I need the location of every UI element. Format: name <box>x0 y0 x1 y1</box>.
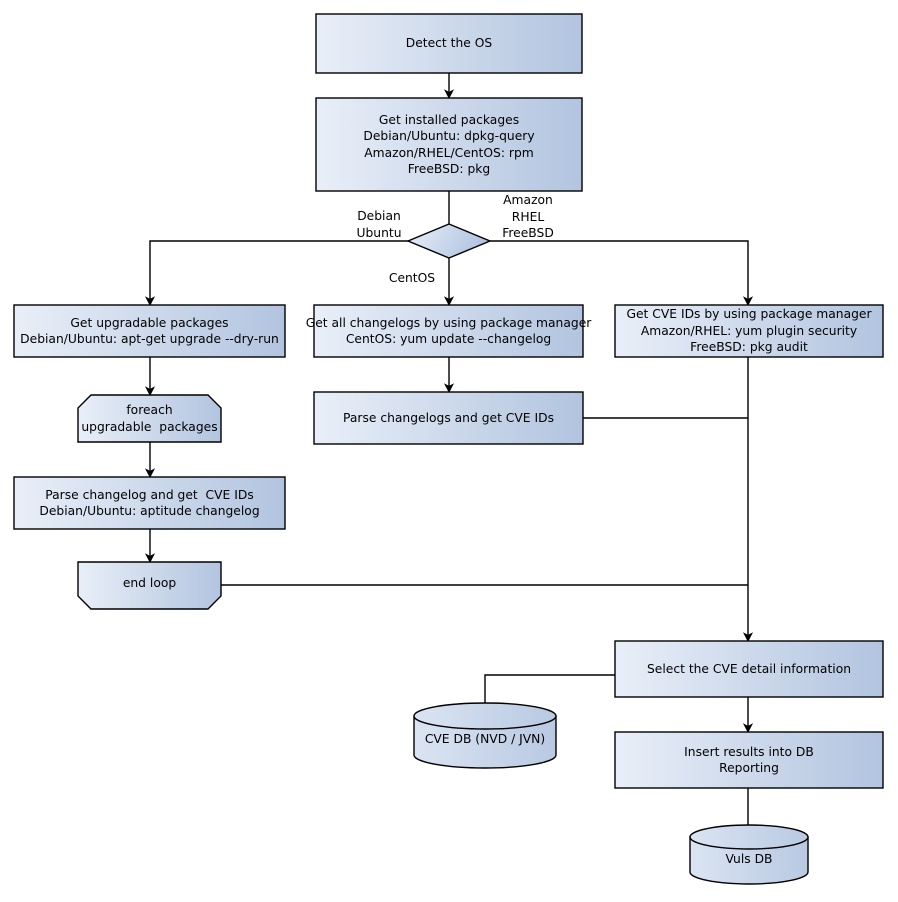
edge-select-to-cvedb <box>484 674 615 712</box>
edge-decision-to-upgradable <box>144 240 408 307</box>
node-get-all-changelogs[interactable] <box>313 304 584 358</box>
node-parse-changelog-single[interactable] <box>13 476 286 530</box>
node-get-installed-packages[interactable] <box>315 97 583 192</box>
edge-label-centos: CentOS <box>388 271 436 285</box>
connectors-group <box>144 73 754 834</box>
edge-decision-to-cveids <box>490 240 754 307</box>
node-select-cve-detail[interactable] <box>614 640 884 698</box>
node-foreach-upgradable[interactable] <box>77 394 222 443</box>
node-get-cve-ids-pkgmgr[interactable] <box>614 304 884 358</box>
node-end-loop[interactable] <box>77 561 222 610</box>
node-parse-changelogs-cve[interactable] <box>313 391 584 445</box>
node-get-upgradable-packages[interactable] <box>13 304 286 358</box>
node-cve-db[interactable] <box>413 702 557 769</box>
node-insert-results[interactable] <box>614 731 884 789</box>
edge-label-debian-ubuntu: Debian Ubuntu <box>356 209 402 240</box>
node-detect-os[interactable] <box>315 13 583 74</box>
node-os-decision[interactable] <box>406 223 492 259</box>
edge-label-amazon-rhel-freebsd: Amazon RHEL FreeBSD <box>502 193 554 240</box>
node-vuls-db[interactable] <box>689 824 809 885</box>
